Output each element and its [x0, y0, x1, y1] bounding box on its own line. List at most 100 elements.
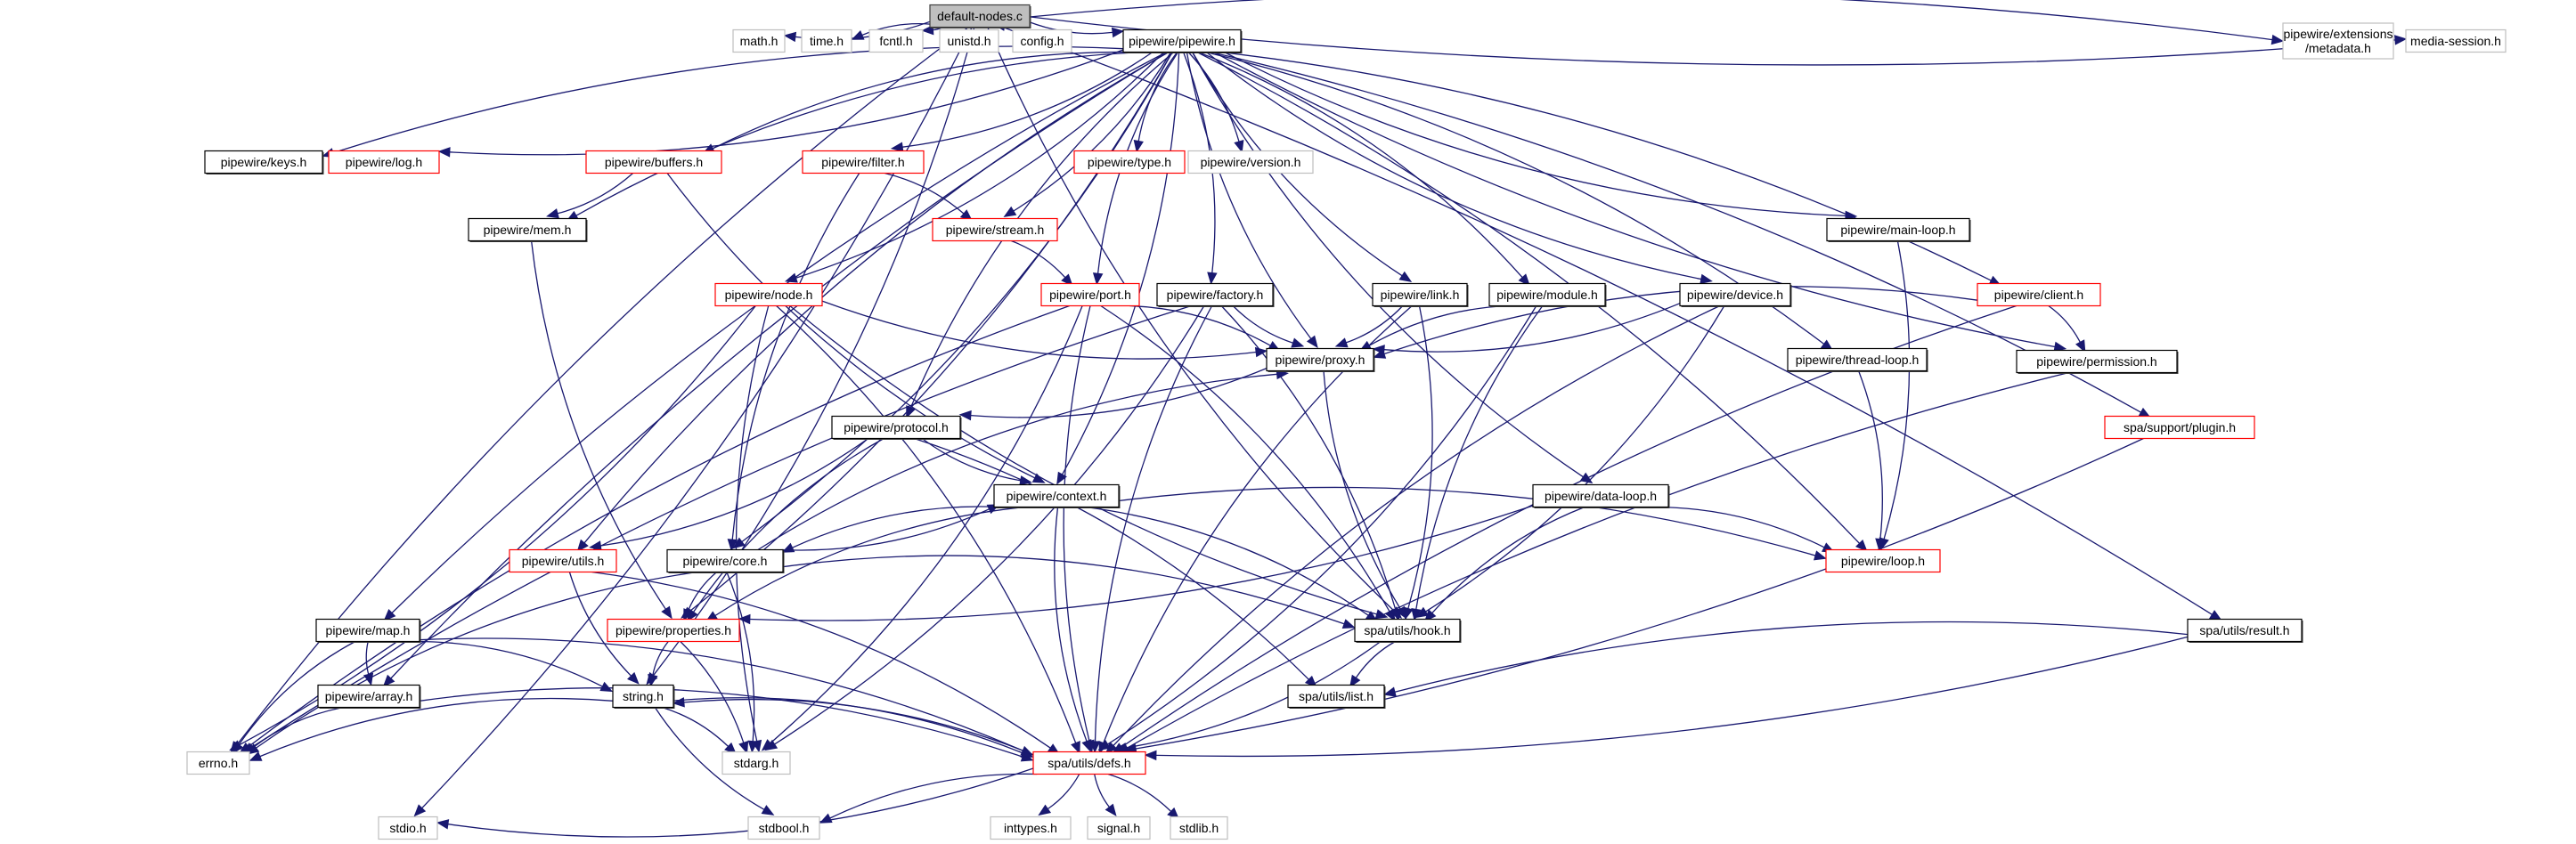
node-spa-utils-list-h[interactable]: spa/utils/list.h: [1287, 684, 1386, 710]
node-pipewire-mem-h[interactable]: pipewire/mem.h: [468, 217, 588, 243]
node-pipewire-array-h[interactable]: pipewire/array.h: [317, 684, 421, 710]
edge-line: [781, 508, 990, 551]
node-pipewire-port-h[interactable]: pipewire/port.h: [1040, 282, 1140, 307]
edge-line: [741, 52, 1173, 543]
node-pipewire-utils-h[interactable]: pipewire/utils.h: [509, 548, 617, 573]
node-box: [1488, 282, 1606, 307]
node-label: pipewire/port.h: [1049, 288, 1131, 302]
node-label: spa/utils/result.h: [2199, 623, 2289, 637]
node-pipewire-filter-h[interactable]: pipewire/filter.h: [802, 150, 925, 174]
node-pipewire-proxy-h[interactable]: pipewire/proxy.h: [1266, 347, 1375, 373]
edge-pipewire-stream-h-to-pipewire-port-h: [1011, 239, 1073, 287]
node-pipewire-stream-h[interactable]: pipewire/stream.h: [932, 217, 1058, 242]
node-box: [1532, 483, 1669, 508]
arrowhead-icon: [784, 272, 798, 283]
node-pipewire-data-loop-h[interactable]: pipewire/data-loop.h: [1532, 483, 1670, 509]
edge-default-nodes-c-to-time-h: [851, 23, 931, 40]
edge-line: [256, 571, 697, 749]
edge-pipewire-node-h-to-errno-h: [229, 305, 756, 751]
arrowhead-icon: [2075, 339, 2086, 353]
edge-line: [1407, 305, 1433, 609]
node-pipewire-device-h[interactable]: pipewire/device.h: [1679, 282, 1792, 308]
arrowhead-icon: [1105, 803, 1117, 817]
edge-line: [530, 240, 666, 610]
edge-line: [687, 572, 718, 612]
edge-pipewire-pipewire-h-to-pipewire-device-h: [1205, 51, 1713, 285]
arrowhead-icon: [1349, 674, 1361, 688]
edge-line: [1191, 52, 1584, 478]
node-pipewire-module-h[interactable]: pipewire/module.h: [1488, 282, 1607, 308]
edge-pipewire-map-h-to-errno-h: [232, 640, 356, 755]
edge-line: [1100, 304, 1390, 613]
node-label: pipewire/link.h: [1381, 288, 1460, 302]
edge-line: [970, 367, 1268, 418]
edge-pipewire-factory-h-to-stdarg-h: [764, 305, 1205, 751]
node-pipewire-context-h[interactable]: pipewire/context.h: [993, 483, 1121, 509]
node-signal-h: signal.h: [1087, 816, 1151, 840]
edge-pipewire-pipewire-h-to-pipewire-buffers-h: [702, 51, 1134, 154]
edge-line: [239, 305, 756, 746]
node-label: pipewire/node.h: [725, 288, 813, 302]
edge-line: [1013, 52, 1172, 212]
edge-line: [447, 767, 1034, 838]
node-pipewire-core-h[interactable]: pipewire/core.h: [666, 548, 785, 574]
edge-line: [757, 373, 1277, 551]
node-label: stdbool.h: [759, 821, 810, 835]
node-pipewire-link-h[interactable]: pipewire/link.h: [1372, 282, 1469, 308]
node-spa-utils-defs-h[interactable]: spa/utils/defs.h: [1032, 751, 1146, 775]
node-pipewire-main-loop-h[interactable]: pipewire/main-loop.h: [1826, 217, 1971, 243]
arrowhead-icon: [1415, 606, 1430, 618]
node-pipewire-map-h[interactable]: pipewire/map.h: [315, 618, 421, 644]
node-pipewire-properties-h[interactable]: pipewire/properties.h: [607, 618, 740, 643]
node-pipewire-protocol-h[interactable]: pipewire/protocol.h: [831, 415, 962, 441]
edge-default-nodes-c-to-pipewire-extensions-metadata-h: [1029, 0, 2285, 45]
edge-pipewire-data-loop-h-to-pipewire-properties-h: [738, 505, 1534, 625]
edge-line: [568, 572, 632, 677]
edge-line: [2048, 304, 2081, 343]
edge-line: [1113, 304, 1721, 746]
node-label: pipewire/loop.h: [1841, 554, 1925, 568]
node-spa-support-plugin-h[interactable]: spa/support/plugin.h: [2104, 415, 2255, 440]
node-pipewire-permission-h[interactable]: pipewire/permission.h: [2016, 349, 2179, 375]
node-stdlib-h: stdlib.h: [1170, 816, 1228, 840]
node-box: [2016, 349, 2178, 374]
node-pipewire-type-h[interactable]: pipewire/type.h: [1073, 150, 1186, 174]
node-string-h[interactable]: string.h: [612, 684, 675, 710]
edge-pipewire-map-h-to-spa-utils-defs-h: [419, 637, 1034, 756]
edge-pipewire-context-h-to-pipewire-loop-h: [1118, 486, 1827, 561]
arrowhead-icon: [599, 681, 614, 693]
arrowhead-icon: [672, 697, 685, 708]
edge-line: [1431, 506, 1586, 614]
arrowhead-icon: [1071, 741, 1080, 755]
arrowhead-icon: [2270, 34, 2285, 45]
node-pipewire-keys-h[interactable]: pipewire/keys.h: [204, 150, 324, 175]
node-label: fcntl.h: [879, 34, 912, 48]
node-pipewire-client-h[interactable]: pipewire/client.h: [1977, 282, 2101, 307]
node-pipewire-loop-h[interactable]: pipewire/loop.h: [1825, 548, 1941, 573]
node-pipewire-pipewire-h[interactable]: pipewire/pipewire.h: [1122, 28, 1243, 54]
node-default-nodes-c[interactable]: default-nodes.c: [929, 4, 1031, 29]
edge-line: [735, 305, 770, 742]
node-spa-utils-hook-h[interactable]: spa/utils/hook.h: [1354, 618, 1462, 644]
edge-line: [774, 305, 1205, 745]
node-pipewire-buffers-h[interactable]: pipewire/buffers.h: [585, 150, 722, 174]
node-spa-utils-result-h[interactable]: spa/utils/result.h: [2187, 618, 2303, 644]
edge-pipewire-pipewire-h-to-pipewire-utils-h: [576, 51, 1170, 553]
edge-line: [251, 304, 1192, 748]
arrowhead-icon: [819, 813, 833, 824]
edge-pipewire-proxy-h-to-spa-utils-hook-h: [1323, 370, 1407, 620]
node-config-h: config.h: [1012, 28, 1072, 53]
node-box: [1679, 282, 1791, 307]
edge-line: [365, 641, 370, 675]
node-pipewire-log-h[interactable]: pipewire/log.h: [328, 150, 440, 174]
node-pipewire-node-h[interactable]: pipewire/node.h: [714, 282, 823, 307]
node-pipewire-factory-h[interactable]: pipewire/factory.h: [1156, 282, 1275, 308]
node-pipewire-thread-loop-h[interactable]: pipewire/thread-loop.h: [1787, 347, 1928, 373]
arrowhead-icon: [1003, 206, 1017, 217]
node-fcntl-h: fcntl.h: [868, 28, 924, 53]
node-errno-h: errno.h: [186, 751, 250, 775]
node-box: [1087, 816, 1151, 840]
edge-spa-utils-defs-h-to-signal-h: [1094, 774, 1117, 817]
arrowhead-icon: [1092, 272, 1104, 286]
arrowhead-icon: [890, 142, 904, 152]
